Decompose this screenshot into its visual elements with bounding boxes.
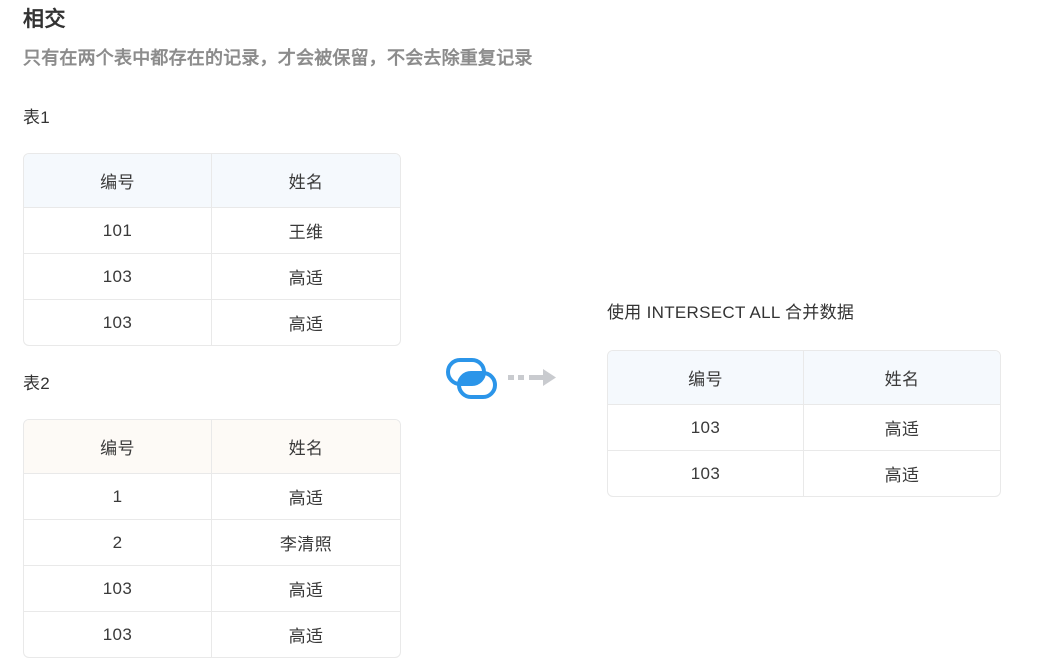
column-header-name: 姓名 xyxy=(212,154,400,208)
page-title: 相交 xyxy=(23,8,66,31)
table-row: 103 高适 xyxy=(608,405,1000,451)
table-row: 103 高适 xyxy=(24,300,400,345)
table2-label: 表2 xyxy=(23,374,51,393)
table-header-row: 编号 姓名 xyxy=(608,351,1000,405)
table-row: 103 高适 xyxy=(24,566,400,612)
result-table: 编号 姓名 103 高适 103 高适 xyxy=(607,350,1001,497)
result-label: 使用 INTERSECT ALL 合并数据 xyxy=(607,303,855,322)
cell-name: 高适 xyxy=(288,627,324,646)
cell-id: 101 xyxy=(24,208,212,254)
column-header-name: 姓名 xyxy=(804,351,1000,405)
column-header-id: 编号 xyxy=(24,154,212,208)
cell-id: 1 xyxy=(24,474,212,520)
table-row: 2 李清照 xyxy=(24,520,400,566)
cell-name: 高适 xyxy=(212,474,400,520)
table-row: 103 高适 xyxy=(608,451,1000,496)
dashed-arrow-right-icon xyxy=(508,366,562,390)
table1: 编号 姓名 101 王维 103 高适 103 高适 xyxy=(23,153,401,346)
cell-name: 高适 xyxy=(884,466,920,485)
cell-id: 103 xyxy=(24,300,212,345)
cell-id: 2 xyxy=(24,520,212,566)
column-header-id: 编号 xyxy=(608,351,804,405)
cell-name: 李清照 xyxy=(212,520,400,566)
column-header-id: 编号 xyxy=(24,420,212,474)
cell-name: 高适 xyxy=(804,405,1000,451)
cell-name: 高适 xyxy=(212,254,400,300)
cell-id: 103 xyxy=(24,612,212,657)
table-row: 103 高适 xyxy=(24,254,400,300)
table-row: 1 高适 xyxy=(24,474,400,520)
cell-id: 103 xyxy=(608,405,804,451)
cell-name: 高适 xyxy=(212,566,400,612)
cell-name: 高适 xyxy=(288,315,324,334)
cell-id: 103 xyxy=(24,566,212,612)
table-row: 103 高适 xyxy=(24,612,400,657)
table-row: 101 王维 xyxy=(24,208,400,254)
intersect-icon xyxy=(445,358,500,400)
column-header-name: 姓名 xyxy=(212,420,400,474)
table-header-row: 编号 姓名 xyxy=(24,154,400,208)
cell-id: 103 xyxy=(608,451,804,496)
page-subtitle: 只有在两个表中都存在的记录，才会被保留，不会去除重复记录 xyxy=(23,48,533,68)
cell-name: 王维 xyxy=(212,208,400,254)
table1-label: 表1 xyxy=(23,108,51,127)
table-header-row: 编号 姓名 xyxy=(24,420,400,474)
table2: 编号 姓名 1 高适 2 李清照 103 高适 103 高适 xyxy=(23,419,401,658)
cell-id: 103 xyxy=(24,254,212,300)
